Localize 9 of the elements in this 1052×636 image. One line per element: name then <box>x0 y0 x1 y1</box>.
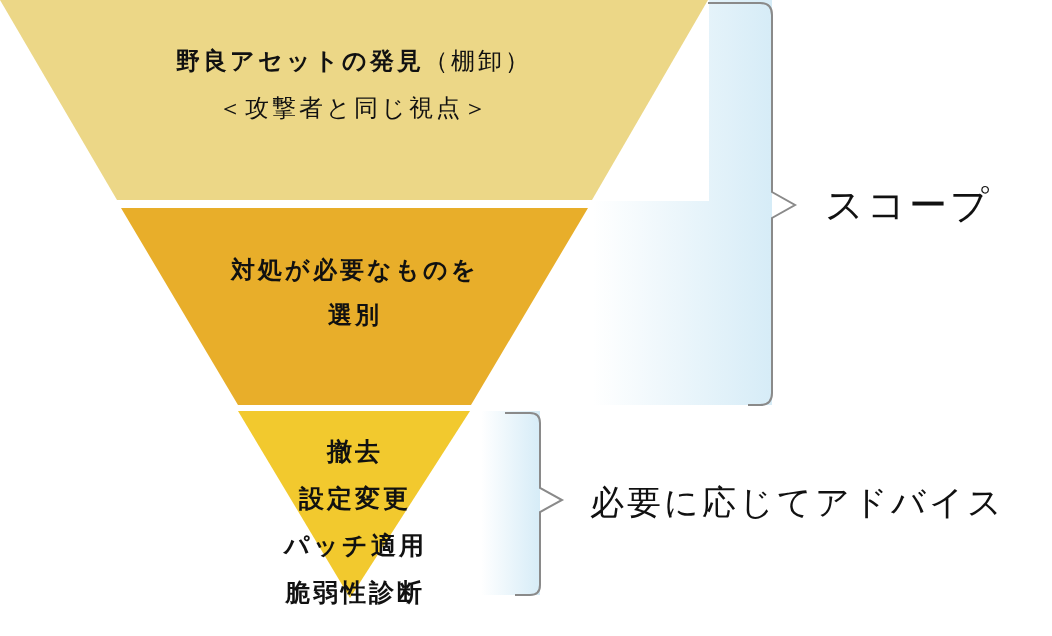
brace-label: スコープ <box>825 183 992 227</box>
segment-text: ＜攻撃者と同じ視点＞ <box>217 93 491 123</box>
segment-text: 野良アセットの発見（棚卸） <box>175 46 533 76</box>
segment-text: 撤去 <box>325 437 384 467</box>
brace-label: 必要に応じてアドバイス <box>590 481 1005 524</box>
segment-text: 設定変更 <box>298 484 412 514</box>
segment-text: 対処が必要なものを選別 <box>229 255 480 331</box>
segment-text: 脆弱性診断 <box>284 578 426 608</box>
funnel-segment <box>0 0 708 200</box>
